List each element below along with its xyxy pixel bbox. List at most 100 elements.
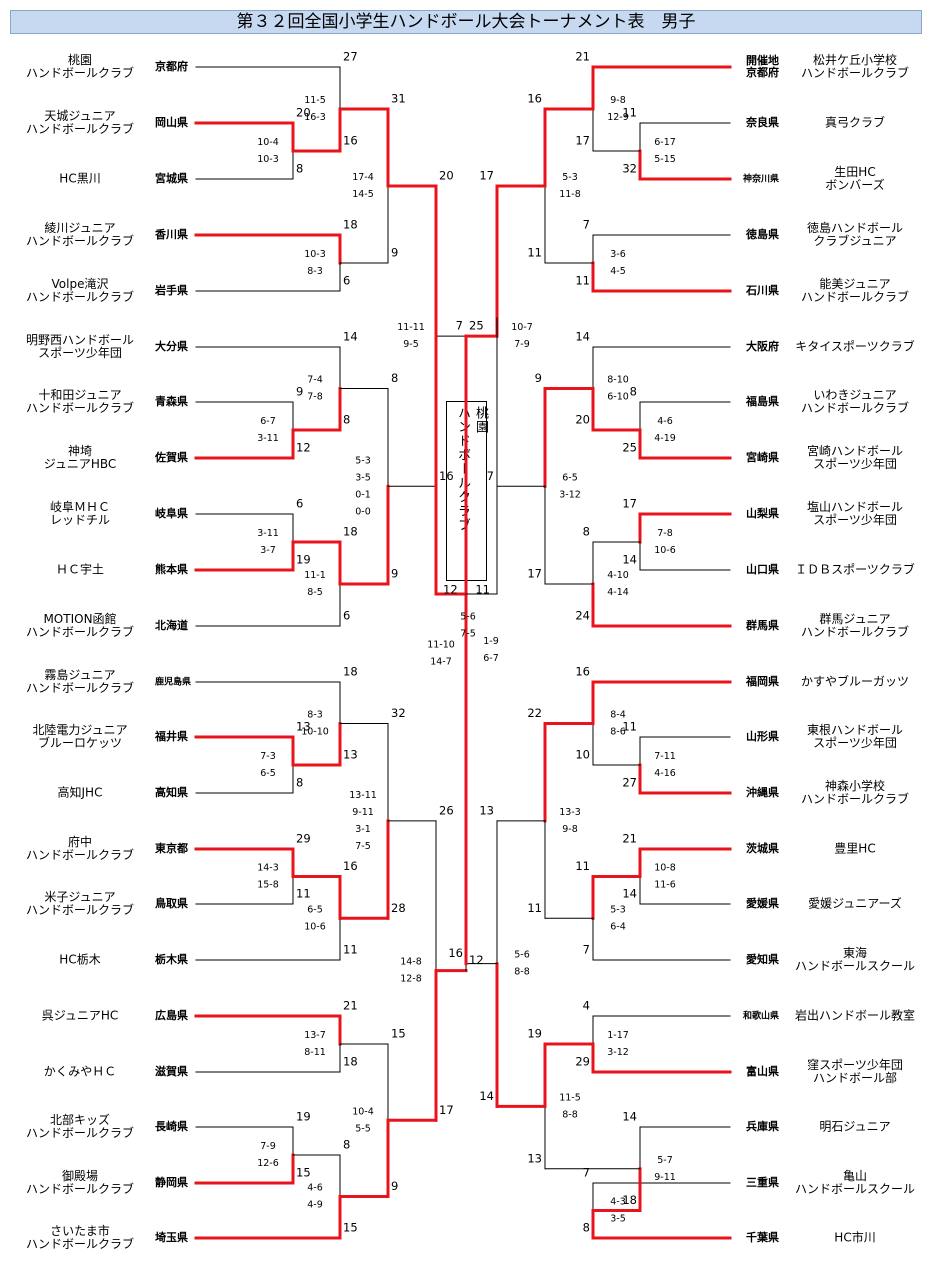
right-team-name: ハンドボールクラブ bbox=[801, 400, 909, 415]
left-team-name: 神埼 bbox=[68, 444, 92, 458]
left-prefecture: 高知県 bbox=[155, 785, 188, 799]
right-half-score: 8-8 bbox=[514, 967, 530, 978]
left-score: 18 bbox=[343, 1055, 358, 1069]
left-score: 12 bbox=[296, 441, 311, 455]
left-score: 12 bbox=[469, 953, 484, 967]
right-prefecture: 山梨県 bbox=[746, 506, 779, 520]
right-prefecture: 群馬県 bbox=[745, 618, 779, 632]
right-prefecture: 奈良県 bbox=[745, 115, 779, 129]
right-half-score: 7-8 bbox=[657, 528, 673, 539]
right-team-name: HC市川 bbox=[834, 1230, 875, 1245]
right-score: 17 bbox=[575, 134, 590, 148]
right-score: 11 bbox=[575, 274, 590, 288]
left-prefecture: 佐賀県 bbox=[154, 450, 188, 464]
right-prefecture: 石川県 bbox=[745, 284, 779, 297]
right-team-name: ハンドボールスクール bbox=[795, 1182, 915, 1196]
left-score: 11 bbox=[296, 887, 311, 901]
right-team-name: 徳島ハンドボール bbox=[807, 220, 903, 235]
left-half-score: 6-5 bbox=[260, 768, 276, 779]
right-half-score: 12-9 bbox=[607, 112, 629, 123]
left-score: 8 bbox=[391, 371, 398, 385]
right-team-name: ハンドボール部 bbox=[813, 1070, 897, 1085]
right-score: 16 bbox=[575, 665, 590, 679]
left-half-score: 8-11 bbox=[304, 1047, 326, 1058]
left-prefecture: 北海道 bbox=[155, 618, 188, 632]
right-team-name: 東海 bbox=[843, 945, 867, 960]
right-half-score: 8-4 bbox=[610, 710, 626, 721]
right-half-score: 1-17 bbox=[607, 1030, 629, 1041]
left-half-score: 10-4 bbox=[257, 137, 279, 148]
left-team-name: ハンドボールクラブ bbox=[26, 1236, 134, 1251]
left-half-score: 10-4 bbox=[352, 1106, 374, 1117]
left-score: 29 bbox=[296, 832, 311, 846]
right-prefecture: 福岡県 bbox=[745, 674, 779, 688]
left-prefecture: 岐阜県 bbox=[155, 506, 188, 520]
right-score: 32 bbox=[622, 162, 637, 176]
left-score: 9 bbox=[391, 246, 398, 260]
left-score: 19 bbox=[296, 1110, 311, 1124]
left-team-name: 天城ジュニア bbox=[44, 109, 115, 123]
right-half-score: 8-6 bbox=[610, 727, 626, 738]
left-half-score: 11-5 bbox=[304, 95, 326, 106]
right-half-score: 7-11 bbox=[654, 751, 676, 762]
right-score: 14 bbox=[622, 1110, 637, 1124]
right-score: 17 bbox=[622, 497, 637, 511]
right-half-score: 11-8 bbox=[559, 189, 581, 200]
left-team-name: 岐阜ＭＨＣ bbox=[50, 500, 110, 514]
left-half-score: 9-5 bbox=[403, 339, 419, 350]
left-prefecture: 香川県 bbox=[154, 227, 188, 241]
left-half-score: 14-7 bbox=[430, 656, 452, 667]
left-team-name: MOTION函館 bbox=[43, 611, 116, 626]
left-team-name: Volpe滝沢 bbox=[52, 277, 109, 291]
right-prefecture: 和歌山県 bbox=[742, 1010, 779, 1022]
right-half-score: 4-3 bbox=[610, 1197, 626, 1208]
left-half-score: 15-8 bbox=[257, 880, 279, 891]
right-score: 11 bbox=[527, 901, 542, 915]
left-team-name: ハンドボールクラブ bbox=[26, 624, 134, 639]
left-team-name: スポーツ少年団 bbox=[38, 346, 122, 360]
left-half-score: 3-1 bbox=[355, 824, 371, 835]
right-score: 18 bbox=[622, 1193, 637, 1207]
left-team-name: ハンドボールクラブ bbox=[26, 902, 134, 917]
left-prefecture: 熊本県 bbox=[155, 562, 188, 576]
left-prefecture: 岩手県 bbox=[154, 283, 188, 297]
right-half-score: 10-8 bbox=[654, 863, 676, 874]
left-team-name: 明野西ハンドボール bbox=[26, 333, 134, 347]
left-half-score: 3-5 bbox=[355, 472, 371, 483]
left-score: 16 bbox=[439, 469, 454, 483]
right-prefecture: 福島県 bbox=[745, 394, 779, 408]
right-score: 16 bbox=[448, 946, 463, 960]
right-half-score: 4-16 bbox=[654, 768, 676, 779]
left-team-name: 御殿場 bbox=[62, 1168, 98, 1183]
left-team-name: ハンドボールクラブ bbox=[26, 1181, 134, 1196]
left-half-score: 10-3 bbox=[304, 249, 326, 260]
right-score: 8 bbox=[630, 385, 637, 399]
right-prefecture: 宮崎県 bbox=[746, 450, 779, 464]
left-half-score: 14-8 bbox=[400, 957, 422, 968]
right-half-score: 3-12 bbox=[559, 489, 581, 500]
left-score: 6 bbox=[343, 274, 350, 288]
left-half-score: 11-10 bbox=[427, 639, 455, 650]
right-half-score: 4-5 bbox=[610, 266, 626, 277]
right-score: 4 bbox=[583, 999, 590, 1013]
left-half-score: 14-5 bbox=[352, 189, 374, 200]
right-prefecture: 大阪府 bbox=[746, 339, 779, 353]
right-half-score: 6-7 bbox=[483, 653, 499, 664]
right-half-score: 6-10 bbox=[607, 392, 629, 403]
right-prefecture: 沖縄県 bbox=[746, 785, 779, 799]
right-half-score: 10-6 bbox=[654, 545, 676, 556]
right-score: 29 bbox=[575, 1055, 590, 1069]
left-prefecture: 京都府 bbox=[155, 59, 188, 73]
right-prefecture: 愛媛県 bbox=[746, 896, 779, 910]
right-team-name: 松井ケ丘小学校 bbox=[813, 52, 897, 67]
left-prefecture: 静岡県 bbox=[155, 1175, 188, 1189]
left-score: 16 bbox=[343, 859, 358, 873]
left-score: 26 bbox=[439, 803, 454, 817]
right-prefecture: 茨城県 bbox=[746, 841, 779, 855]
right-score: 8 bbox=[583, 525, 590, 539]
right-team-name: 岩出ハンドボール教室 bbox=[795, 1008, 915, 1023]
right-score: 24 bbox=[575, 609, 590, 623]
page-title: 第３２回全国小学生ハンドボール大会トーナメント表 男子 bbox=[10, 10, 922, 34]
right-team-name: 窪スポーツ少年団 bbox=[807, 1057, 903, 1072]
left-team-name: かくみやＨＣ bbox=[44, 1065, 116, 1079]
